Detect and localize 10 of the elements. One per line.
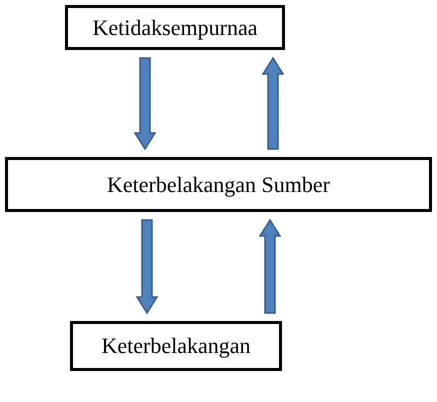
- block-arrow: [134, 57, 156, 150]
- text-box: [70, 321, 282, 371]
- box-label: Keterbelakangan: [101, 333, 251, 359]
- block-arrow: [136, 219, 158, 314]
- block-arrow: [262, 56, 284, 150]
- box-label: Keterbelakangan Sumber: [107, 172, 330, 198]
- text-box: [65, 5, 285, 50]
- block-arrow: [258, 218, 282, 314]
- text-box: [5, 157, 432, 212]
- box-label: Ketidaksempurnaa: [92, 14, 258, 40]
